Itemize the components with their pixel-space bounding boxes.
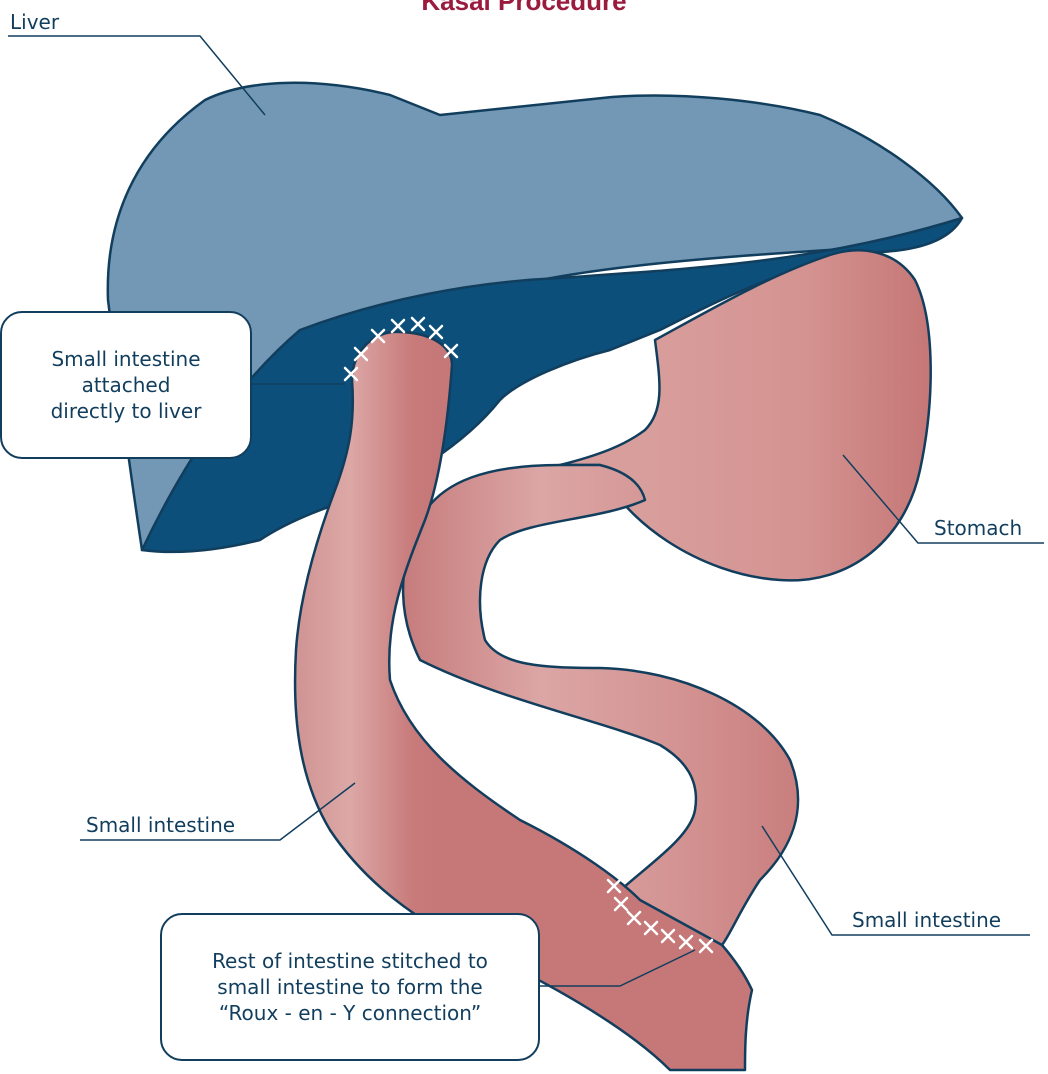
roux-callout-line-2: small intestine to form the xyxy=(217,974,482,1000)
liver-label: Liver xyxy=(10,10,59,34)
roux-callout: Rest of intestine stitched to small inte… xyxy=(160,913,540,1061)
small-intestine-left-label: Small intestine xyxy=(86,813,235,837)
roux-callout-line-3: “Roux - en - Y connection” xyxy=(219,1000,481,1026)
roux-callout-line-1: Rest of intestine stitched to xyxy=(212,948,488,974)
diagram-title: Kasai Procedure xyxy=(0,0,1048,17)
attached-callout-line-1: Small intestine xyxy=(51,346,200,372)
attached-callout-line-2: attached xyxy=(82,372,171,398)
small-intestine-right-label: Small intestine xyxy=(852,908,1001,932)
attached-callout-line-3: directly to liver xyxy=(51,398,202,424)
stomach-label: Stomach xyxy=(934,516,1022,540)
attached-callout: Small intestine attached directly to liv… xyxy=(0,311,252,459)
